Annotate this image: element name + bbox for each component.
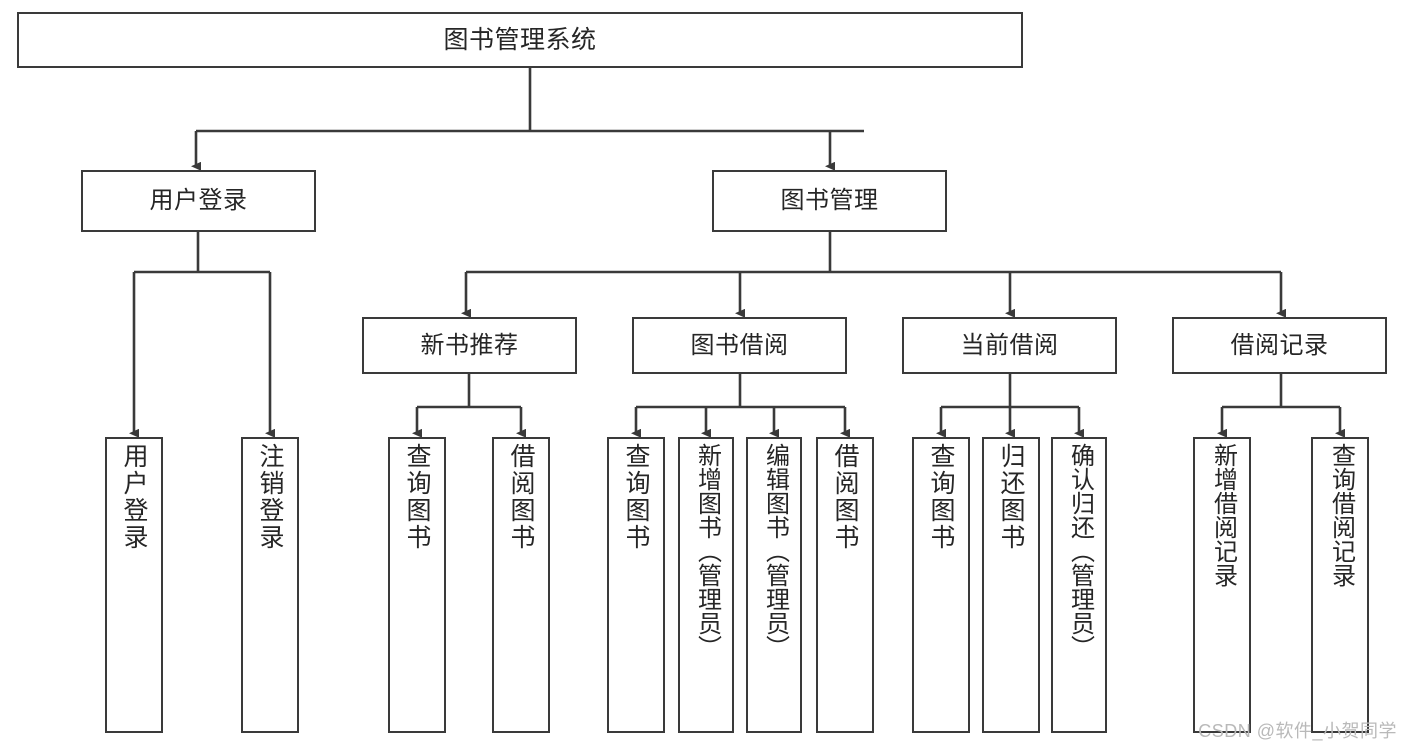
node-leaf-confirm-return[interactable]: 确认归还（管理员） [1051, 437, 1107, 733]
node-leaf-add-record[interactable]: 新增借阅记录 [1193, 437, 1251, 733]
node-leaf-borrow-book-1-label: 借阅图书 [507, 443, 535, 551]
node-new-book-recommend[interactable]: 新书推荐 [362, 317, 577, 374]
node-leaf-user-logout-label: 注销登录 [256, 443, 284, 551]
node-leaf-add-record-label: 新增借阅记录 [1209, 443, 1237, 587]
node-leaf-query-record[interactable]: 查询借阅记录 [1311, 437, 1369, 733]
node-book-management[interactable]: 图书管理 [712, 170, 947, 232]
node-user-login[interactable]: 用户登录 [81, 170, 316, 232]
node-leaf-edit-book-label: 编辑图书（管理员） [761, 443, 789, 659]
node-leaf-confirm-return-label: 确认归还（管理员） [1066, 443, 1094, 659]
node-leaf-query-record-label: 查询借阅记录 [1327, 443, 1355, 587]
node-book-borrow-label: 图书借阅 [690, 331, 789, 359]
node-leaf-add-book-label: 新增图书（管理员） [693, 443, 721, 659]
node-leaf-user-logout[interactable]: 注销登录 [241, 437, 299, 733]
node-leaf-borrow-book-1[interactable]: 借阅图书 [492, 437, 550, 733]
node-leaf-query-book-1-label: 查询图书 [403, 443, 431, 551]
node-leaf-query-book-1[interactable]: 查询图书 [388, 437, 446, 733]
node-leaf-borrow-book-2[interactable]: 借阅图书 [816, 437, 874, 733]
node-leaf-return-book[interactable]: 归还图书 [982, 437, 1040, 733]
node-leaf-query-book-3-label: 查询图书 [927, 443, 955, 551]
node-borrow-record-label: 借阅记录 [1230, 331, 1329, 359]
node-leaf-user-login[interactable]: 用户登录 [105, 437, 163, 733]
node-user-login-label: 用户登录 [149, 187, 248, 215]
node-leaf-query-book-2-label: 查询图书 [622, 443, 650, 551]
node-leaf-user-login-label: 用户登录 [120, 443, 148, 551]
node-leaf-add-book[interactable]: 新增图书（管理员） [678, 437, 734, 733]
csdn-watermark: CSDN @软件_小贺同学 [1198, 721, 1397, 741]
node-book-management-label: 图书管理 [780, 187, 879, 215]
node-root[interactable]: 图书管理系统 [17, 12, 1023, 68]
node-leaf-return-book-label: 归还图书 [997, 443, 1025, 551]
node-book-borrow[interactable]: 图书借阅 [632, 317, 847, 374]
node-leaf-query-book-3[interactable]: 查询图书 [912, 437, 970, 733]
node-leaf-edit-book[interactable]: 编辑图书（管理员） [746, 437, 802, 733]
node-new-book-recommend-label: 新书推荐 [420, 331, 519, 359]
node-leaf-query-book-2[interactable]: 查询图书 [607, 437, 665, 733]
node-current-borrow[interactable]: 当前借阅 [902, 317, 1117, 374]
node-borrow-record[interactable]: 借阅记录 [1172, 317, 1387, 374]
node-current-borrow-label: 当前借阅 [960, 331, 1059, 359]
node-leaf-borrow-book-2-label: 借阅图书 [831, 443, 859, 551]
node-root-label: 图书管理系统 [443, 25, 597, 54]
